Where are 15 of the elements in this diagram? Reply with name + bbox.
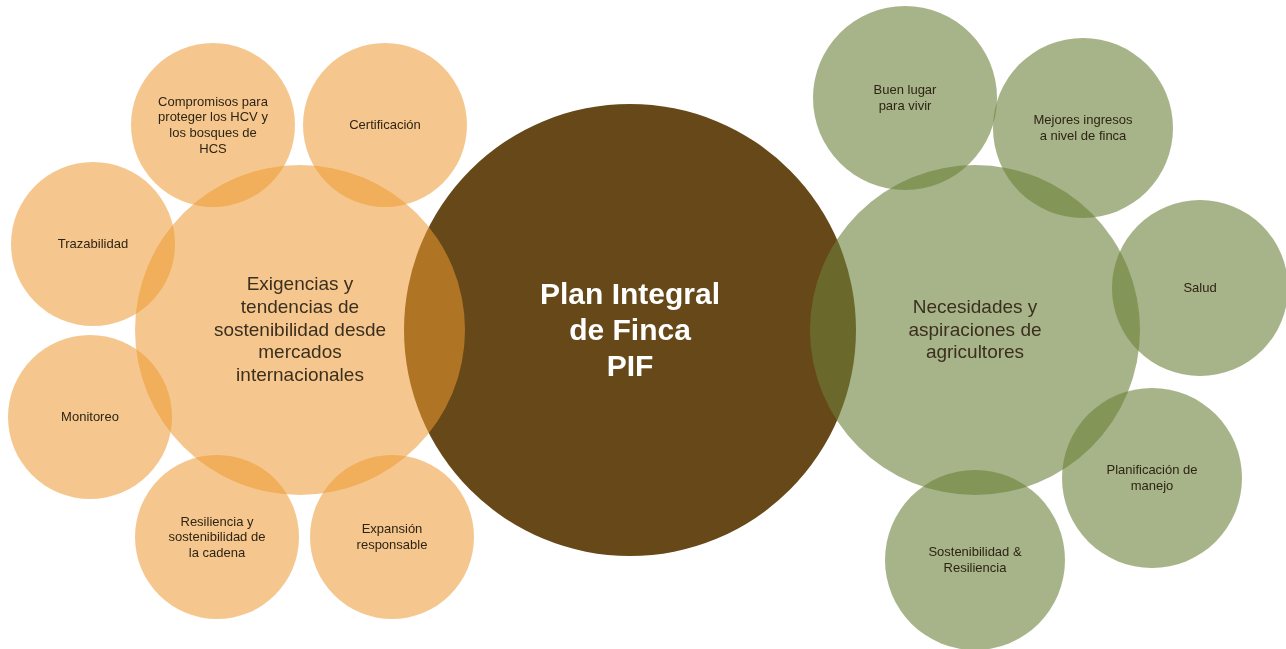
bubble-label: Buen lugar para vivir	[872, 82, 938, 114]
bubble-label: Salud	[1182, 280, 1218, 296]
bubble-label: Mejores ingresos a nivel de finca	[1033, 112, 1133, 144]
bubble-label: Certificación	[348, 117, 422, 133]
center-title: Plan Integral de Finca	[538, 276, 721, 348]
bubble-label: Expansión responsable	[355, 521, 429, 553]
bubble-label: Compromisos para proteger los HCV y los bosques de HCS	[158, 93, 268, 157]
bubble-label: Planificación de manejo	[1105, 462, 1199, 494]
bubble-label: Necesidades y aspiraciones de agricultores	[907, 295, 1043, 365]
bubble-label: Monitoreo	[60, 409, 120, 425]
bubble-label: Exigencias y tendencias de sostenibilidad desde mercados internacionales	[212, 273, 388, 387]
bubble-label: Trazabilidad	[56, 236, 130, 252]
bubble-label: Resiliencia y sostenibilidad de la cadena	[167, 513, 267, 561]
bubble-label: Sostenibilidad & Resiliencia	[927, 544, 1023, 576]
center-title: PIF	[605, 348, 655, 384]
